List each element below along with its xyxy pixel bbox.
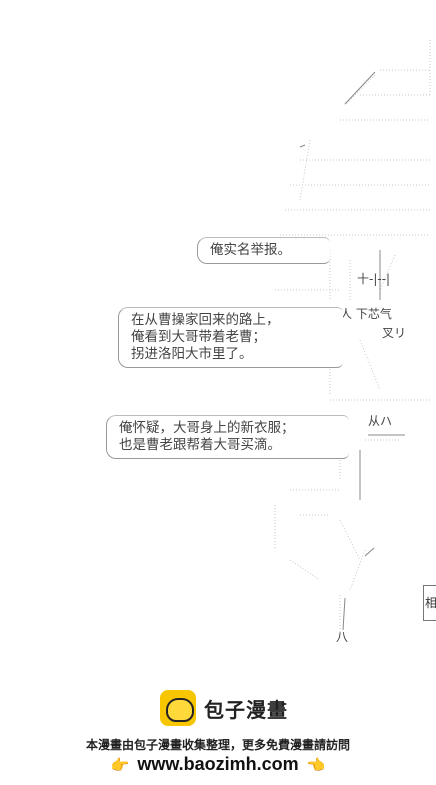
side-label: 相 bbox=[423, 585, 436, 621]
url-row[interactable]: 👉 www.baozimh.com 👈 bbox=[0, 754, 436, 775]
bubble-1-line-1: 俺实名举报。 bbox=[210, 242, 291, 258]
site-url-link[interactable]: www.baozimh.com bbox=[137, 754, 299, 774]
manga-panel: 十-|--| 人 下芯气 叉リ 从ハ 八 俺实名举报。 在从曹操家回来的路上， … bbox=[106, 40, 436, 644]
tagline: 本漫畫由包子漫畫收集整理，更多免費漫畫請訪問 bbox=[85, 738, 350, 752]
speech-bubble-2: 在从曹操家回来的路上， 俺看到大哥带着老曹； 拐进洛阳大市里了。 bbox=[118, 307, 343, 368]
bubble-2-line-3: 拐进洛阳大市里了。 bbox=[131, 346, 253, 362]
speech-bubble-1: 俺实名举报。 bbox=[197, 237, 330, 264]
art-label-1: 十-|--| bbox=[357, 272, 391, 286]
art-label-2: 人 下芯气 bbox=[340, 307, 392, 321]
bubble-2-line-2: 俺看到大哥带着老曹； bbox=[131, 329, 266, 345]
brand[interactable]: 包子漫畫 bbox=[160, 690, 288, 726]
bubble-3-line-2: 也是曹老跟帮着大哥买滴。 bbox=[119, 437, 281, 453]
pointing-right-icon: 👉 bbox=[110, 755, 130, 774]
brand-name: 包子漫畫 bbox=[204, 699, 288, 722]
bubble-2-line-1: 在从曹操家回来的路上， bbox=[131, 312, 280, 328]
pointing-left-icon: 👈 bbox=[306, 755, 326, 774]
art-label-4: 从ハ bbox=[368, 414, 393, 428]
art-label-5: 八 bbox=[336, 630, 349, 644]
speech-bubble-3: 俺怀疑，大哥身上的新衣服； 也是曹老跟帮着大哥买滴。 bbox=[106, 415, 349, 459]
art-label-3: 叉リ bbox=[382, 326, 407, 340]
ascii-art-figure bbox=[274, 40, 431, 640]
bun-logo-icon bbox=[160, 690, 196, 726]
bubble-3-line-1: 俺怀疑，大哥身上的新衣服； bbox=[119, 420, 295, 436]
watermark-footer: 包子漫畫 本漫畫由包子漫畫收集整理，更多免費漫畫請訪問 👉 www.baozim… bbox=[0, 680, 436, 785]
